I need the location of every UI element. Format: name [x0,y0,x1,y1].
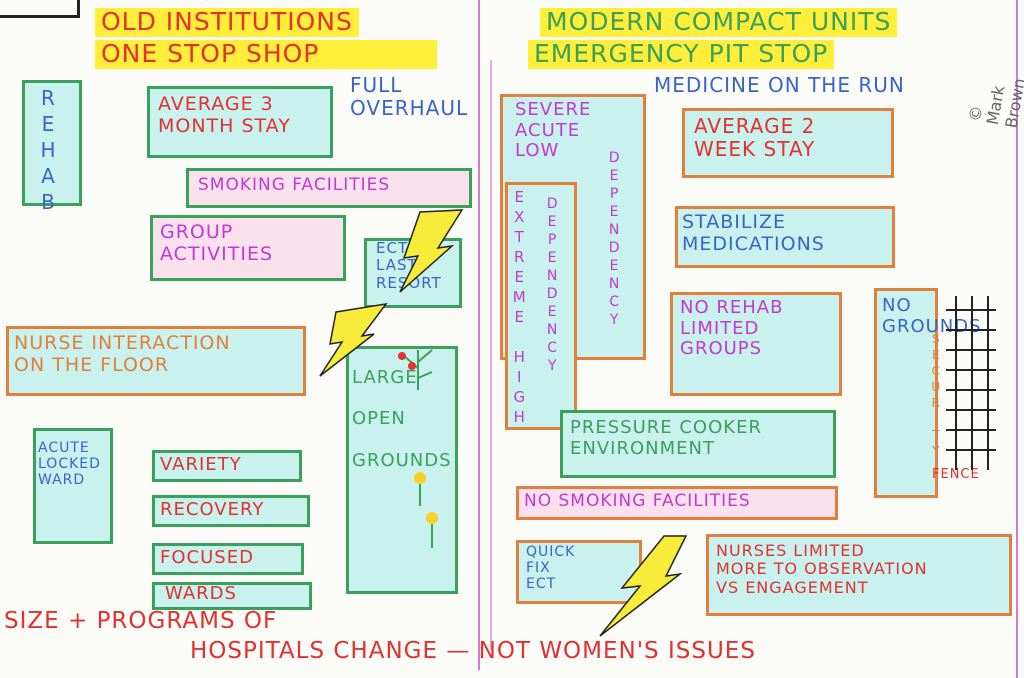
avg-stay-3-box [147,86,333,158]
no-smoking-box [516,486,838,520]
signature: © Mark Brown [965,76,1024,130]
ward-box-recovery [152,495,310,527]
large-open-grounds-label: LARGE OPEN GROUNDS [352,367,452,471]
ward-label-variety: VARIETY [160,454,242,475]
smoking-label: SMOKING FACILITIES [198,175,391,195]
center-divider [478,0,480,670]
acute-locked-box [33,428,113,544]
right-header-line1: MODERN COMPACT UNITS [540,7,898,37]
ward-box-focused [152,543,304,575]
nurses-limited-label: NURSES LIMITED MORE TO OBSERVATION VS EN… [716,541,928,597]
nurses-limited-box [706,534,1012,616]
footer-line2: HOSPITALS CHANGE — NOT WOMEN'S ISSUES [190,638,756,664]
pressure-cooker-box [560,410,836,478]
corner-box [0,0,80,18]
dependency1-label: DEPENDENCY [606,150,623,330]
rehab-label: REHAB [36,86,60,216]
nurse-interaction-box [6,326,306,396]
no-rehab-label: NO REHAB LIMITED GROUPS [680,297,784,360]
fence-label: FENCE [932,467,980,482]
ward-label-focused: FOCUSED [160,547,254,568]
no-rehab-box [670,292,842,396]
acute-locked-label: ACUTE LOCKED WARD [38,440,101,489]
ward-box-variety [152,450,302,482]
extreme-high-box [505,182,577,430]
group-activities-label: GROUP ACTIVITIES [160,221,274,265]
avg-stay-2-label: AVERAGE 2 WEEK STAY [694,114,816,161]
full-overhaul-label: FULL OVERHAUL [350,73,469,120]
dependency2-label: DEPENDENCY [544,196,561,376]
stabilize-box [675,206,895,268]
ward-box-wards [152,582,312,610]
large-open-grounds-box [346,346,458,594]
no-grounds-box [874,288,938,498]
severe-acute-label: SEVERE ACUTE LOW [515,99,592,162]
medicine-on-run-label: MEDICINE ON THE RUN [654,73,905,97]
no-grounds-label: NO GROUNDS [882,295,982,337]
ward-label-recovery: RECOVERY [160,499,265,520]
quick-fix-label: QUICK FIX ECT [526,544,576,593]
ward-label-wards: WARDS [165,583,237,604]
extreme-high-label: EXTREME HIGH [510,188,529,428]
right-header-line2: EMERGENCY PIT STOP [528,39,835,69]
avg-stay-2-box [682,108,894,178]
left-header-line2: ONE STOP SHOP [95,39,437,69]
security-label: SECURITY [928,332,943,460]
group-activities-box [150,215,346,281]
nurse-interaction-label: NURSE INTERACTION ON THE FLOOR [14,332,231,376]
ect-label: ECT LAST RESORT [376,239,442,292]
stabilize-label: STABILIZE MEDICATIONS [682,211,825,255]
avg-stay-3-label: AVERAGE 3 MONTH STAY [158,93,291,137]
center-divider-thin [490,60,492,650]
smoking-box [186,168,472,208]
rehab-box [22,80,82,206]
right-edge-line [1016,0,1018,678]
footer-line1: SIZE + PROGRAMS OF [4,608,278,634]
pressure-cooker-label: PRESSURE COOKER ENVIRONMENT [570,417,762,459]
no-smoking-label: NO SMOKING FACILITIES [524,491,751,511]
left-header-line1: OLD INSTITUTIONS [95,7,359,37]
